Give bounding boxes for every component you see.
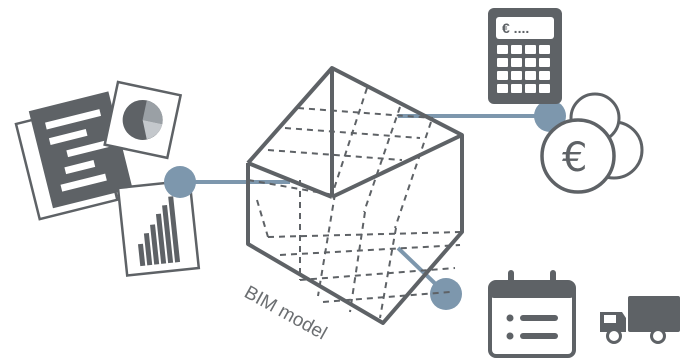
calendar-icon [488, 270, 576, 358]
truck-icon [600, 296, 680, 344]
calculator-icon: € .... [488, 8, 562, 104]
connector-bottom-right [396, 246, 462, 310]
connector-left [164, 166, 290, 198]
euro-symbol: € [562, 135, 587, 181]
calculator-display: € .... [502, 20, 529, 36]
bim-model-label: BIM model [241, 282, 331, 344]
euro-coins-icon: € [540, 92, 644, 194]
pie-chart-icon [103, 80, 183, 160]
bim-model-cube [246, 66, 464, 325]
bar-chart-icon [116, 179, 201, 277]
